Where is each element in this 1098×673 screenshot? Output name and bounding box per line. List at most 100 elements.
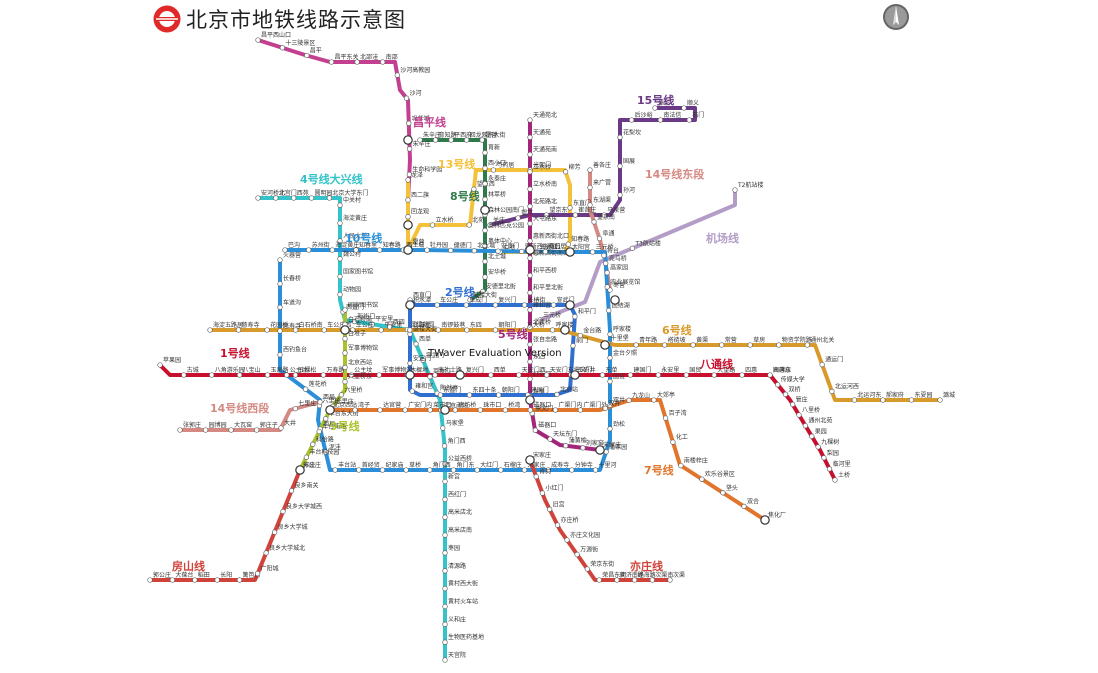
line15-path[interactable] — [488, 106, 697, 227]
station-line10-42[interactable] — [277, 304, 283, 310]
station-line10-15[interactable] — [604, 284, 610, 290]
station-line4-23[interactable] — [442, 461, 448, 467]
station-line7-18[interactable] — [720, 490, 726, 496]
station-line15-1[interactable] — [681, 105, 687, 111]
station-line14e-6[interactable] — [604, 270, 610, 276]
station-line5-20[interactable] — [563, 443, 569, 449]
transfer-station[interactable] — [610, 295, 620, 305]
transfer-station[interactable] — [455, 370, 465, 380]
station-line1-21[interactable] — [739, 372, 745, 378]
transfer-station[interactable] — [325, 405, 335, 415]
station-line15-6[interactable] — [617, 163, 623, 169]
station-yizhuang-12[interactable] — [667, 577, 673, 583]
station-yizhuang-1[interactable] — [533, 473, 539, 480]
station-line7-1[interactable] — [352, 407, 358, 413]
line-label-line9[interactable]: 9号线 — [330, 419, 360, 433]
station-line6-5[interactable] — [350, 327, 356, 333]
station-yizhuang-9[interactable] — [614, 577, 620, 583]
station-line7-11[interactable] — [602, 405, 608, 411]
station-line10-41[interactable] — [277, 328, 283, 334]
station-line13-6[interactable] — [490, 167, 497, 173]
transfer-station[interactable] — [565, 247, 575, 257]
station-line1-8[interactable] — [376, 372, 382, 378]
station-line10-7[interactable] — [448, 247, 454, 254]
station-line14e-4[interactable] — [596, 235, 603, 242]
station-changping-1[interactable] — [279, 45, 286, 51]
station-line4-34[interactable] — [442, 657, 448, 663]
station-line10-27[interactable] — [498, 467, 504, 473]
station-line9-4[interactable] — [342, 364, 348, 371]
station-line14w-0[interactable] — [177, 427, 183, 433]
station-line15-5[interactable] — [617, 134, 623, 140]
station-line5-7[interactable] — [527, 238, 533, 244]
station-line10-0[interactable] — [282, 247, 288, 253]
station-line7-19[interactable] — [741, 503, 747, 510]
station-line6-12[interactable] — [549, 327, 556, 333]
station-line6-11[interactable] — [521, 327, 527, 333]
station-line13-0[interactable] — [405, 177, 411, 183]
station-line4-14[interactable] — [387, 324, 393, 330]
station-line4-6[interactable] — [337, 220, 343, 226]
station-line2-15[interactable] — [407, 360, 413, 366]
station-batong-0[interactable] — [767, 372, 773, 378]
station-line5-10[interactable] — [527, 290, 533, 296]
station-line7-5[interactable] — [452, 407, 458, 413]
station-batong-2[interactable] — [782, 391, 789, 397]
station-line8-12[interactable] — [482, 258, 488, 265]
station-line10-38[interactable] — [302, 386, 309, 392]
transfer-station[interactable] — [405, 300, 415, 310]
station-line10-29[interactable] — [450, 467, 457, 473]
station-line9-0[interactable] — [342, 307, 348, 313]
compass-north-icon[interactable] — [882, 3, 910, 31]
station-line6-19[interactable] — [747, 342, 753, 348]
station-line10-14[interactable] — [603, 260, 609, 266]
line-label-changping[interactable]: 昌平线 — [413, 115, 446, 129]
station-line5-8[interactable] — [527, 255, 533, 261]
station-yizhuang-10[interactable] — [631, 577, 638, 583]
station-line7-10[interactable] — [577, 407, 584, 413]
station-line4-30[interactable] — [442, 585, 448, 592]
station-line10-44[interactable] — [277, 257, 283, 263]
station-line9-3[interactable] — [342, 350, 348, 356]
station-line5-19[interactable] — [547, 436, 553, 442]
station-batong-3[interactable] — [789, 401, 796, 408]
station-yizhuang-7[interactable] — [584, 566, 590, 572]
station-line4-28[interactable] — [442, 550, 448, 556]
station-line9-8[interactable] — [323, 416, 329, 422]
transfer-station[interactable] — [403, 135, 413, 145]
station-line10-1[interactable] — [306, 247, 312, 253]
station-line7-4[interactable] — [427, 407, 433, 413]
station-line10-25[interactable] — [545, 467, 551, 473]
line-label-line5[interactable]: 5号线 — [498, 327, 528, 341]
station-line4-26[interactable] — [442, 514, 448, 520]
station-line10-33[interactable] — [356, 467, 362, 473]
station-line8-0[interactable] — [417, 137, 423, 143]
station-line10-35[interactable] — [323, 449, 329, 455]
station-line6-6[interactable] — [378, 327, 384, 333]
fangshan-path[interactable] — [148, 468, 302, 582]
station-line2-13[interactable] — [437, 392, 444, 398]
station-line10-30[interactable] — [427, 467, 433, 473]
station-line4-8[interactable] — [337, 256, 343, 262]
station-line6-26[interactable] — [908, 397, 915, 403]
station-line8-15[interactable] — [467, 297, 473, 303]
station-line6-25[interactable] — [880, 397, 886, 403]
station-line6-2[interactable] — [264, 327, 270, 333]
station-line10-23[interactable] — [592, 467, 599, 473]
station-line8-8[interactable] — [482, 196, 488, 202]
station-line13-9[interactable] — [567, 205, 573, 211]
station-line6-16[interactable] — [661, 342, 668, 348]
line4-path[interactable] — [256, 196, 447, 662]
line-label-line2[interactable]: 2号线 — [445, 285, 475, 299]
station-line2-14[interactable] — [409, 388, 415, 394]
transfer-station[interactable] — [480, 205, 490, 215]
station-line10-2[interactable] — [329, 247, 335, 253]
line-label-line15[interactable]: 15号线 — [637, 93, 674, 107]
station-line1-10[interactable] — [432, 372, 438, 378]
yizhuang-path[interactable] — [528, 458, 672, 582]
station-line8-5[interactable] — [482, 150, 488, 156]
station-line15-11[interactable] — [515, 215, 521, 221]
station-line10-39[interactable] — [284, 372, 290, 378]
transfer-station[interactable] — [525, 455, 535, 465]
